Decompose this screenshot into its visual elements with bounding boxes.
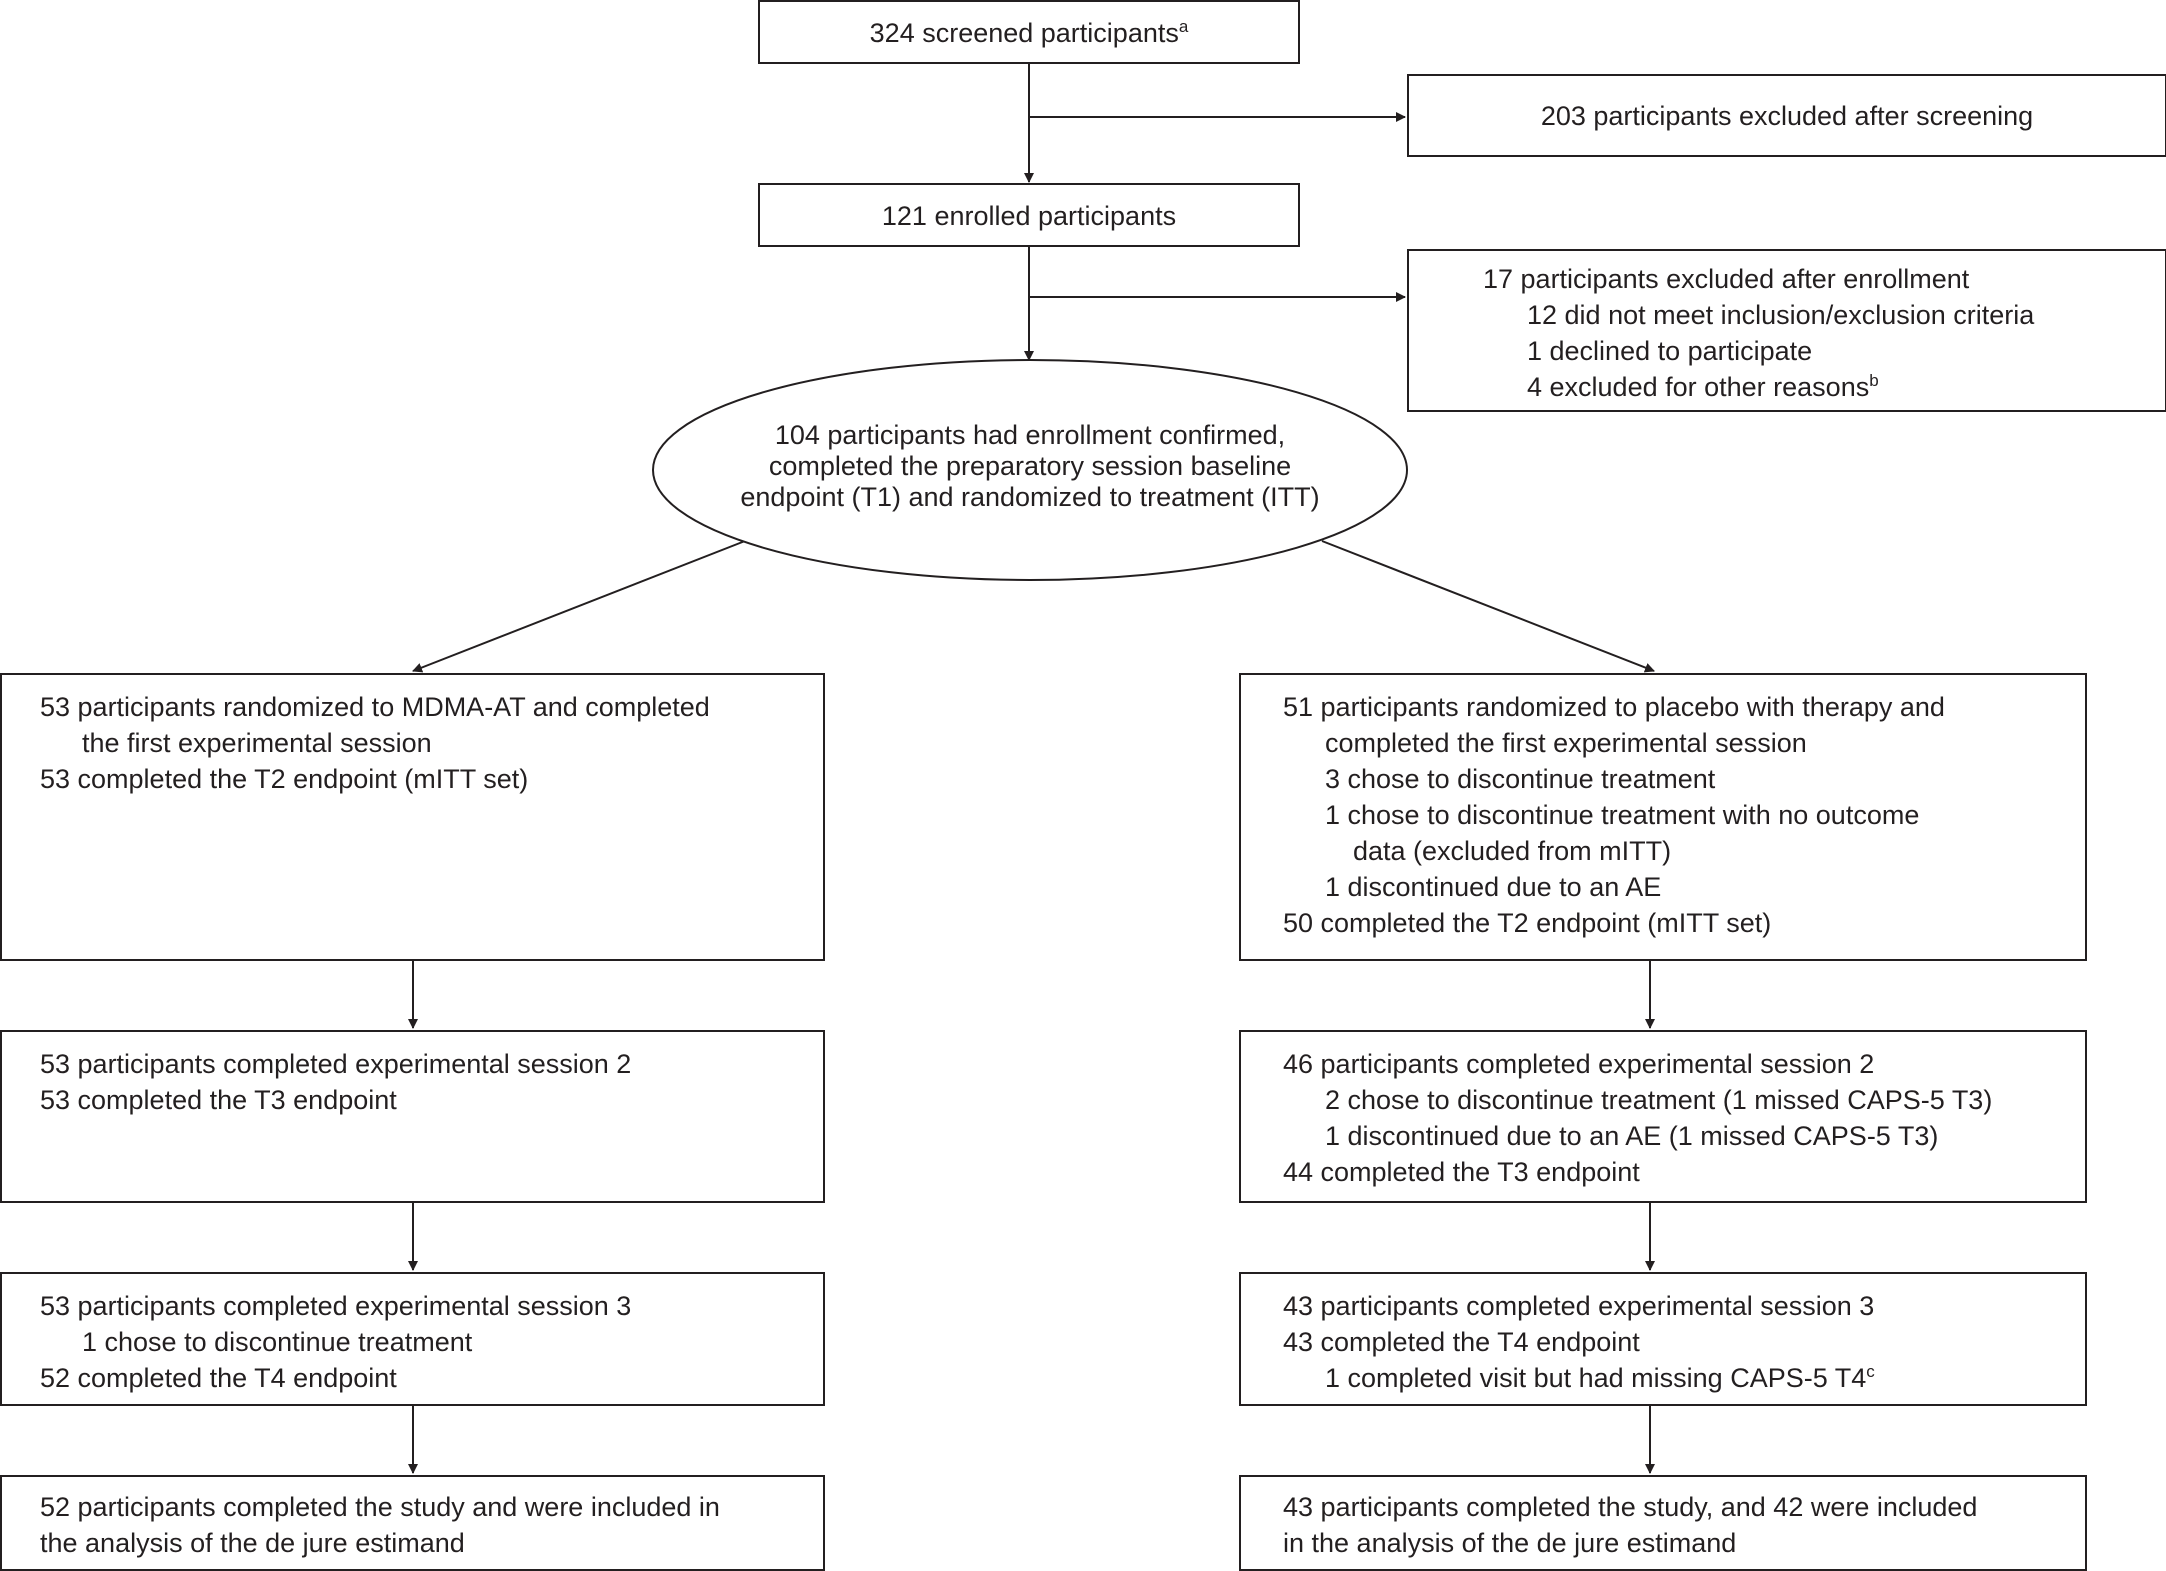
placebo-session1-line: 1 chose to discontinue treatment with no… <box>1325 800 1920 830</box>
screened-text: 324 screened participantsa <box>869 17 1189 48</box>
mdma-session2-box: 53 participants completed experimental s… <box>0 1030 825 1203</box>
placebo-session1-line: data (excluded from mITT) <box>1353 836 1672 866</box>
exclusion-reason: 1 declined to participate <box>1527 336 1813 366</box>
exclusion-reason: 12 did not meet inclusion/exclusion crit… <box>1527 300 2035 330</box>
mdma-session2-line: 53 participants completed experimental s… <box>40 1049 632 1079</box>
placebo-session3-line: 1 completed visit but had missing CAPS-5… <box>1325 1362 1875 1393</box>
mdma-final-line: the analysis of the de jure estimand <box>40 1528 465 1558</box>
enrolled-text: 121 enrolled participants <box>881 201 1177 231</box>
mdma-final-box: 52 participants completed the study and … <box>0 1475 825 1571</box>
placebo-session1-line: 50 completed the T2 endpoint (mITT set) <box>1283 908 1772 938</box>
placebo-session1-line: 1 discontinued due to an AE <box>1325 872 1662 902</box>
excluded-screening-box: 203 participants excluded after screenin… <box>1407 74 2166 157</box>
mdma-final-line: 52 participants completed the study and … <box>40 1492 720 1522</box>
placebo-final-line: in the analysis of the de jure estimand <box>1283 1528 1737 1558</box>
screened-box: 324 screened participantsa <box>758 0 1300 64</box>
mdma-session3-line: 52 completed the T4 endpoint <box>40 1363 397 1393</box>
placebo-session1-line: 51 participants randomized to placebo wi… <box>1283 692 1945 722</box>
placebo-session3-line: 43 completed the T4 endpoint <box>1283 1327 1640 1357</box>
excluded-screening-text: 203 participants excluded after screenin… <box>1540 101 2034 131</box>
mdma-session3-line: 53 participants completed experimental s… <box>40 1291 632 1321</box>
placebo-session3-line: 43 participants completed experimental s… <box>1283 1291 1875 1321</box>
placebo-session3-box: 43 participants completed experimental s… <box>1239 1272 2087 1406</box>
placebo-session2-line: 1 discontinued due to an AE (1 missed CA… <box>1325 1121 1939 1151</box>
randomized-line: 104 participants had enrollment confirme… <box>774 420 1286 450</box>
excluded-enrollment-box: 17 participants excluded after enrollmen… <box>1407 249 2166 412</box>
placebo-session2-line: 44 completed the T3 endpoint <box>1283 1157 1640 1187</box>
mdma-session1-box: 53 participants randomized to MDMA-AT an… <box>0 673 825 961</box>
placebo-final-line: 43 participants completed the study, and… <box>1283 1492 1978 1522</box>
footnote-a: a <box>1178 17 1189 36</box>
placebo-session1-line: completed the first experimental session <box>1325 728 1807 758</box>
mdma-session2-line: 53 completed the T3 endpoint <box>40 1085 397 1115</box>
placebo-session2-line: 2 chose to discontinue treatment (1 miss… <box>1325 1085 1993 1115</box>
mdma-session3-box: 53 participants completed experimental s… <box>0 1272 825 1406</box>
placebo-session1-line: 3 chose to discontinue treatment <box>1325 764 1716 794</box>
placebo-session2-line: 46 participants completed experimental s… <box>1283 1049 1875 1079</box>
placebo-session1-box: 51 participants randomized to placebo wi… <box>1239 673 2087 961</box>
mdma-session3-line: 1 chose to discontinue treatment <box>82 1327 473 1357</box>
placebo-final-box: 43 participants completed the study, and… <box>1239 1475 2087 1571</box>
mdma-session1-line: 53 completed the T2 endpoint (mITT set) <box>40 764 529 794</box>
placebo-session2-box: 46 participants completed experimental s… <box>1239 1030 2087 1203</box>
mdma-session1-line: the first experimental session <box>82 728 432 758</box>
randomized-text: 104 participants had enrollment confirme… <box>655 420 1405 513</box>
arrow-randomized-to-placebo <box>1321 540 1655 673</box>
footnote-c: c <box>1866 1362 1875 1381</box>
mdma-session1-line: 53 participants randomized to MDMA-AT an… <box>40 692 710 722</box>
randomized-line: completed the preparatory session baseli… <box>768 451 1292 481</box>
randomized-ellipse <box>652 359 1408 581</box>
exclusion-reason: 4 excluded for other reasonsb <box>1527 371 1879 402</box>
enrolled-box: 121 enrolled participants <box>758 183 1300 247</box>
excluded-enrollment-title: 17 participants excluded after enrollmen… <box>1483 264 1970 294</box>
footnote-b: b <box>1869 371 1879 390</box>
randomized-line: endpoint (T1) and randomized to treatmen… <box>740 482 1320 512</box>
arrow-randomized-to-mdma <box>412 540 746 673</box>
